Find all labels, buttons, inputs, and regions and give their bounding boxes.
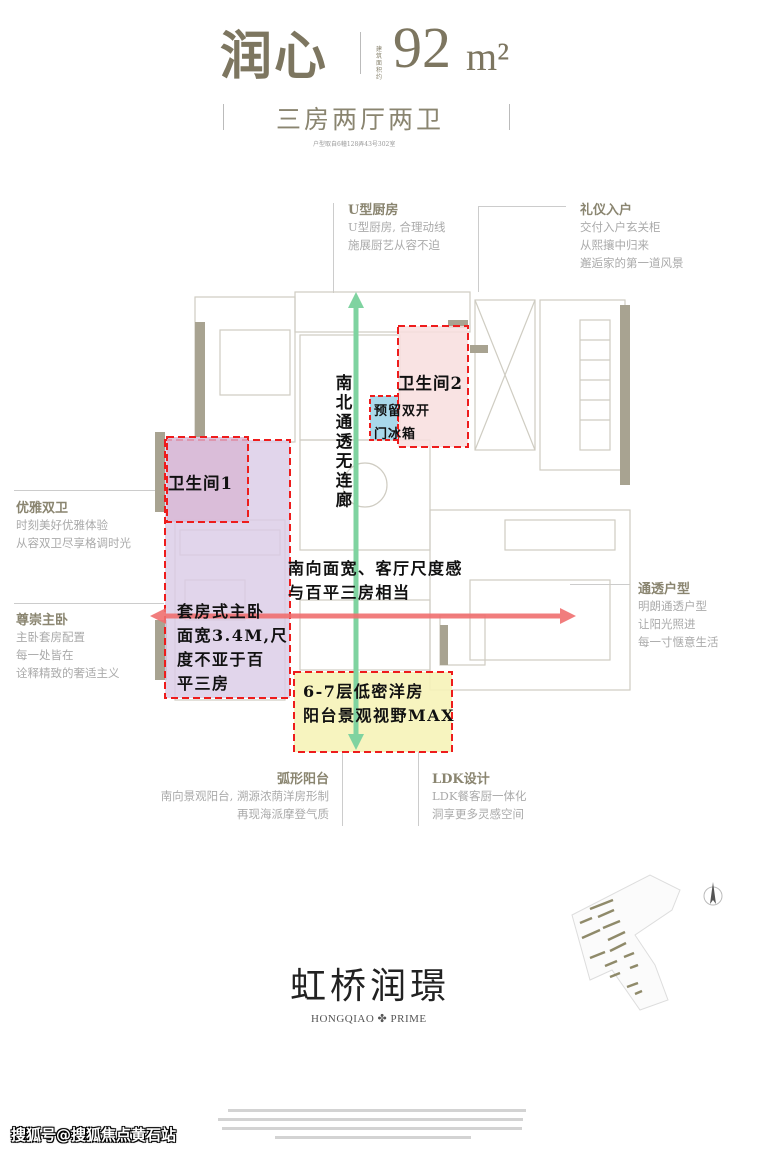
leader-line <box>418 752 419 826</box>
master-suite-line: 面宽3.4M,尺 <box>177 626 289 645</box>
annotation-line: 施展厨艺从容不迫 <box>348 238 440 252</box>
master-suite-line: 套房式主卧 <box>177 602 265 621</box>
annotation-transparent: 通透户型 明朗通透户型 让阳光照进 每一寸惬意生活 <box>638 578 719 651</box>
fridge-zone <box>369 395 399 441</box>
annotation-ldk: LDK设计 LDK餐客厨一体化 洞享更多灵感空间 <box>432 768 526 823</box>
south-width-line: 与百平三房相当 <box>288 583 411 602</box>
annotation-line: 每一处皆在 <box>16 648 74 662</box>
annotation-line: 时刻美好优雅体验 <box>16 518 108 532</box>
fridge-label: 预留双开 门冰箱 <box>374 400 430 446</box>
north-arrow-icon <box>703 882 723 906</box>
annotation-line: LDK餐客厨一体化 <box>432 789 527 803</box>
balcony-zone <box>293 671 453 753</box>
annotation-title: U型厨房 <box>348 203 399 218</box>
annotation-entry: 礼仪入户 交付入户玄关柜 从熙攘中归来 邂逅家的第一道风景 <box>580 199 684 272</box>
annotation-title: 弧形阳台 <box>276 772 329 787</box>
north-south-arrow <box>348 292 364 750</box>
annotation-line: 从容双卫尽享格调时光 <box>16 536 131 550</box>
annotation-title: LDK设计 <box>432 772 490 787</box>
balcony-label: 6-7层低密洋房 阳台景观视野MAX <box>303 680 455 728</box>
leader-line <box>342 752 343 826</box>
fridge-label-line: 门冰箱 <box>374 427 417 442</box>
brand-logo-cn: 虹桥润璟 <box>290 966 451 1007</box>
subtitle-bar-left <box>223 104 224 130</box>
area-unit: m² <box>466 34 510 79</box>
annotation-line: 南向景观阳台, 溯源浓荫洋房形制 <box>160 789 329 803</box>
plan-structural-walls <box>155 305 630 680</box>
annotation-line: 交付入户玄关柜 <box>580 220 661 234</box>
unit-source-note: 户型取自6幢128弄43号302室 <box>313 141 396 148</box>
bathroom2-zone <box>397 325 469 448</box>
north-south-label: 南北通透无连廊 <box>333 374 352 511</box>
unit-title: 润心 <box>220 26 329 87</box>
annotation-kitchen: U型厨房 U型厨房, 合理动线 施展厨艺从容不迫 <box>348 199 446 254</box>
east-west-arrow <box>150 608 576 624</box>
subtitle-bar-right <box>509 104 510 130</box>
balcony-line: 6-7层低密洋房 <box>303 682 424 701</box>
leader-line <box>478 206 566 207</box>
area-label: 建筑面积约 <box>376 46 383 81</box>
annotation-double-bath: 优雅双卫 时刻美好优雅体验 从容双卫尽享格调时光 <box>16 497 131 552</box>
annotation-balcony: 弧形阳台 南向景观阳台, 溯源浓荫洋房形制 再现海派摩登气质 <box>161 768 329 823</box>
annotation-title: 尊崇主卧 <box>16 613 69 628</box>
leader-line <box>478 206 479 292</box>
annotation-line: 洞享更多灵感空间 <box>432 807 524 821</box>
annotation-title: 礼仪入户 <box>580 203 633 218</box>
leader-line <box>333 203 334 293</box>
area-value: 92 <box>393 15 451 80</box>
annotation-line: 诠释精致的奢适主义 <box>16 666 120 680</box>
south-width-label: 南向面宽、客厅尺度感 与百平三房相当 <box>288 557 463 605</box>
south-width-line: 南向面宽、客厅尺度感 <box>288 559 464 578</box>
leader-line <box>14 603 164 604</box>
fridge-label-line: 预留双开 <box>374 404 431 419</box>
annotation-line: 明朗通透户型 <box>638 599 707 613</box>
title-divider <box>360 32 361 74</box>
master-suite-line: 度不亚于百 <box>177 650 265 669</box>
site-plan <box>571 874 681 1011</box>
layout-subtitle: 三房两厅两卫 <box>276 105 445 134</box>
master-suite-line: 平三房 <box>177 674 230 693</box>
annotation-title: 通透户型 <box>638 582 691 597</box>
annotation-line: 再现海派摩登气质 <box>237 807 329 821</box>
annotation-line: 让阳光照进 <box>638 617 696 631</box>
bathroom2-label: 卫生间2 <box>398 374 463 393</box>
annotation-title: 优雅双卫 <box>16 501 69 516</box>
leader-line <box>14 490 164 491</box>
brand-logo-en: HONGQIAO ✤ PRIME <box>311 1013 427 1025</box>
annotation-line: 从熙攘中归来 <box>580 238 649 252</box>
annotation-line: U型厨房, 合理动线 <box>348 220 446 234</box>
annotation-line: 邂逅家的第一道风景 <box>580 256 684 270</box>
disclaimer-text <box>218 1109 526 1139</box>
annotation-line: 主卧套房配置 <box>16 630 85 644</box>
master-suite-label: 套房式主卧 面宽3.4M,尺 度不亚于百 平三房 <box>177 600 288 696</box>
bathroom1-zone <box>166 436 249 523</box>
bathroom1-label: 卫生间1 <box>168 474 233 493</box>
annotation-master: 尊崇主卧 主卧套房配置 每一处皆在 诠释精致的奢适主义 <box>16 609 120 682</box>
leader-line <box>570 584 630 585</box>
balcony-line: 阳台景观视野MAX <box>303 706 456 725</box>
watermark: 搜狐号@搜狐焦点黄石站 <box>11 1126 177 1144</box>
annotation-line: 每一寸惬意生活 <box>638 635 719 649</box>
